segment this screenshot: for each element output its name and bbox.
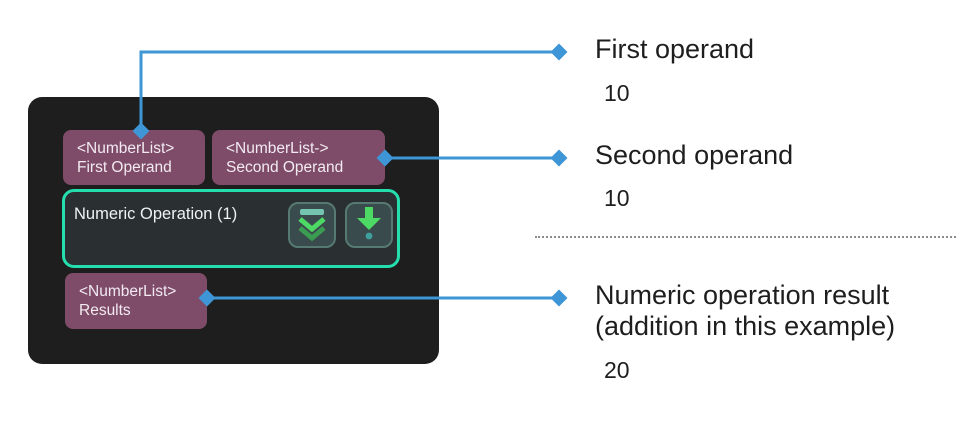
annotation-label-second-operand: Second operand: [595, 140, 794, 170]
annotation-label-first-operand: First operand: [595, 34, 755, 64]
node-first-operand-name: First Operand: [77, 158, 172, 176]
node-second-operand-type: <NumberList->: [226, 139, 329, 157]
numeric-operation-label: Numeric Operation (1): [74, 205, 238, 223]
diamond-text-second: [550, 149, 568, 167]
node-second-operand-name: Second Operand: [226, 158, 344, 176]
insert-button[interactable]: [345, 202, 393, 248]
collapse-chevrons-icon: [293, 206, 331, 245]
diamond-text-first: [550, 43, 568, 61]
annotation-value-first-operand: 10: [604, 80, 630, 106]
annotation-value-second-operand: 10: [604, 185, 630, 211]
collapse-button[interactable]: [288, 202, 336, 248]
node-first-operand[interactable]: <NumberList> First Operand: [63, 130, 205, 185]
node-first-operand-type: <NumberList>: [77, 139, 175, 157]
annotation-value-result: 20: [604, 357, 630, 383]
node-results-type: <NumberList>: [79, 283, 177, 300]
insert-arrow-icon: [350, 206, 388, 245]
dotted-separator: [535, 236, 956, 238]
node-results[interactable]: <NumberList> Results: [65, 273, 207, 329]
annotation-label-result: Numeric operation result (addition in th…: [595, 280, 896, 341]
node-second-operand[interactable]: <NumberList-> Second Operand: [212, 130, 385, 185]
numeric-operation-block[interactable]: Numeric Operation (1): [62, 189, 400, 268]
node-editor-panel: <NumberList> First Operand <NumberList->…: [28, 97, 439, 364]
diamond-text-results: [550, 289, 568, 307]
node-results-name: Results: [79, 302, 131, 319]
